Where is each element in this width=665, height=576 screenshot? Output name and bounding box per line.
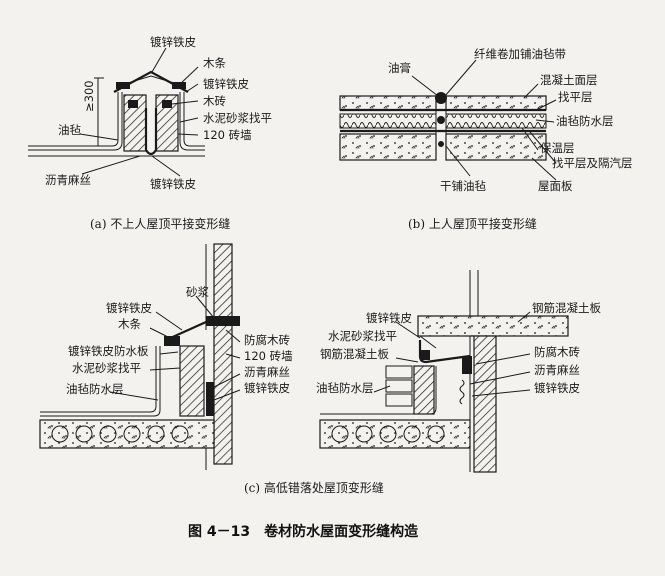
label-c-wall: 120 砖墙 bbox=[244, 349, 293, 363]
slab-c-right bbox=[319, 419, 471, 449]
label-zinc-bottom: 镀锌铁皮 bbox=[150, 177, 196, 191]
label-cr-zinc-bottom: 镀锌铁皮 bbox=[534, 381, 580, 395]
label-leveling: 找平层 bbox=[558, 90, 593, 104]
label-cr-felt-layer: 油毡防水层 bbox=[316, 381, 374, 395]
label-c-wood-brick: 防腐木砖 bbox=[244, 333, 290, 347]
mortar-block bbox=[206, 316, 240, 326]
label-felt: 油毡 bbox=[58, 123, 81, 137]
wood-brick-right bbox=[162, 100, 172, 108]
roof-slab-left bbox=[339, 133, 437, 161]
wall-right-c bbox=[473, 335, 497, 473]
wood-brick-left bbox=[128, 100, 138, 108]
roof-slab-right bbox=[445, 133, 547, 161]
panel-c-right: 镀锌铁皮 钢筋混凝土板 水泥砂浆找平 钢筋混凝土板 油毡防水层 防腐木砖 沥青麻… bbox=[244, 270, 601, 495]
low-wall bbox=[179, 345, 205, 417]
zinc-u-strip bbox=[144, 108, 158, 156]
label-mortar: 水泥砂浆找平 bbox=[203, 111, 272, 125]
felt-line-right bbox=[183, 92, 205, 147]
label-c-felt-layer: 油毡防水层 bbox=[66, 382, 124, 396]
label-dry-felt: 干铺油毡 bbox=[440, 179, 486, 193]
panel-a: 镀锌铁皮 木条 镀锌铁皮 木砖 水泥砂浆找平 120 砖墙 油毡 沥青麻丝 镀锌… bbox=[28, 35, 272, 231]
label-wood-strip: 木条 bbox=[203, 56, 226, 70]
felt-line-left bbox=[28, 92, 119, 147]
label-cr-rc-slab2: 钢筋混凝土板 bbox=[320, 347, 389, 361]
paste-blob bbox=[435, 92, 447, 104]
label-cr-zinc: 镀锌铁皮 bbox=[366, 311, 412, 325]
label-fiber-strip: 纤维卷加铺油毡带 bbox=[474, 47, 566, 61]
label-insulation: 保温层 bbox=[540, 141, 575, 155]
label-zinc-top: 镀锌铁皮 bbox=[150, 35, 196, 49]
caption-b: (b) 上人屋顶平接变形缝 bbox=[408, 216, 537, 231]
asphalt-coil bbox=[459, 379, 465, 405]
concrete-surface-left bbox=[339, 95, 437, 111]
slab-c-left bbox=[39, 419, 215, 449]
label-leveling-vapor: 找平层及隔汽层 bbox=[552, 156, 633, 170]
label-c-mortar-level: 水泥砂浆找平 bbox=[72, 361, 141, 375]
label-c-asphalt-hemp: 沥青麻丝 bbox=[244, 365, 290, 379]
wood-brick-right-c bbox=[462, 356, 472, 374]
label-c-wood-strip: 木条 bbox=[118, 317, 141, 331]
caption-a: (a) 不上人屋顶平接变形缝 bbox=[90, 216, 230, 231]
label-zinc-mid: 镀锌铁皮 bbox=[203, 77, 249, 91]
label-c-mortar: 砂浆 bbox=[186, 285, 209, 299]
label-c-zinc-bottom: 镀锌铁皮 bbox=[244, 381, 290, 395]
label-felt-layer: 油毡防水层 bbox=[556, 114, 614, 128]
brick-1 bbox=[385, 365, 413, 379]
rc-slab-top bbox=[417, 315, 569, 337]
figure-title: 图 4－13 卷材防水屋面变形缝构造 bbox=[188, 523, 418, 540]
label-wall: 120 砖墙 bbox=[203, 128, 252, 142]
concrete-surface-right bbox=[445, 95, 547, 111]
wood-strip-c bbox=[164, 336, 180, 346]
label-paste: 油膏 bbox=[388, 61, 411, 75]
label-c-zinc: 镀锌铁皮 bbox=[106, 301, 152, 315]
high-wall bbox=[213, 243, 233, 465]
hollow-cores-right bbox=[331, 425, 445, 443]
label-dimension: ≥300 bbox=[82, 80, 96, 112]
label-cr-rc-slab: 钢筋混凝土板 bbox=[532, 301, 601, 315]
panel-c-left: 砂浆 镀锌铁皮 木条 镀锌铁皮防水板 水泥砂浆找平 油毡防水层 防腐木砖 120… bbox=[39, 243, 293, 470]
label-c-zinc-board: 镀锌铁皮防水板 bbox=[68, 344, 149, 358]
label-concrete-surface: 混凝土面层 bbox=[540, 73, 598, 87]
brick-3 bbox=[385, 393, 413, 407]
label-cr-wood-brick: 防腐木砖 bbox=[534, 345, 580, 359]
label-cr-asphalt-hemp: 沥青麻丝 bbox=[534, 363, 580, 377]
label-roof-slab: 屋面板 bbox=[538, 179, 573, 193]
brick-2 bbox=[385, 379, 413, 393]
panel-b: 纤维卷加铺油毡带 油膏 混凝土面层 找平层 油毡防水层 保温层 找平层及隔汽层 … bbox=[339, 47, 633, 231]
caption-c: (c) 高低错落处屋顶变形缝 bbox=[244, 480, 384, 495]
hollow-cores-left bbox=[51, 425, 189, 443]
insulation-left bbox=[339, 113, 437, 129]
asphalt-hemp-c bbox=[206, 382, 214, 416]
label-asphalt-hemp: 沥青麻丝 bbox=[45, 173, 91, 187]
label-cr-mortar-level: 水泥砂浆找平 bbox=[328, 329, 397, 343]
insulation-right bbox=[445, 113, 547, 129]
label-wood-brick: 木砖 bbox=[203, 94, 226, 108]
